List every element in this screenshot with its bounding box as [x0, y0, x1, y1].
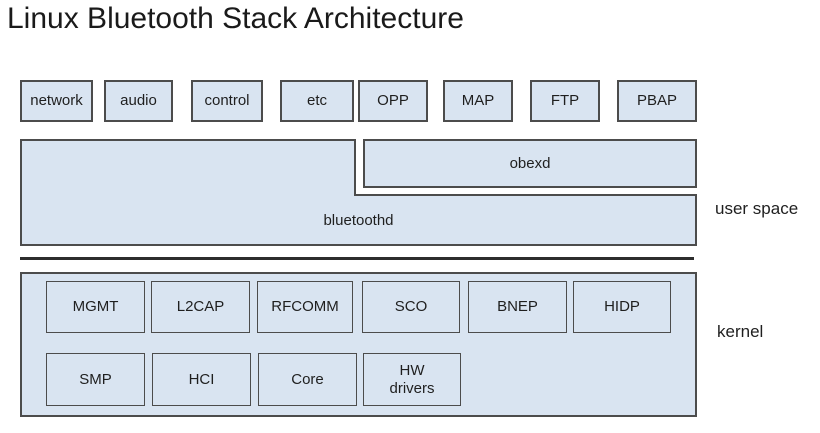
box-etc: etc [280, 80, 354, 122]
box-obexd: obexd [363, 139, 697, 188]
box-control: control [191, 80, 263, 122]
box-hw-drivers: HW drivers [363, 353, 461, 406]
bluetoothd-label: bluetoothd [323, 212, 394, 229]
kernel-label: kernel [717, 322, 764, 341]
box-map: MAP [443, 80, 513, 122]
box-sco: SCO [362, 281, 460, 333]
box-ftp: FTP [530, 80, 600, 122]
box-core: Core [258, 353, 357, 406]
box-bnep: BNEP [468, 281, 567, 333]
box-hci: HCI [152, 353, 251, 406]
userspace-kernel-divider [20, 257, 694, 260]
page-title: Linux Bluetooth Stack Architecture [7, 2, 464, 35]
box-l2cap: L2CAP [151, 281, 250, 333]
box-mgmt: MGMT [46, 281, 145, 333]
box-audio: audio [104, 80, 173, 122]
box-smp: SMP [46, 353, 145, 406]
box-opp: OPP [358, 80, 428, 122]
box-network: network [20, 80, 93, 122]
box-pbap: PBAP [617, 80, 697, 122]
user-space-label: user space [715, 199, 799, 218]
box-rfcomm: RFCOMM [257, 281, 353, 333]
box-hidp: HIDP [573, 281, 671, 333]
